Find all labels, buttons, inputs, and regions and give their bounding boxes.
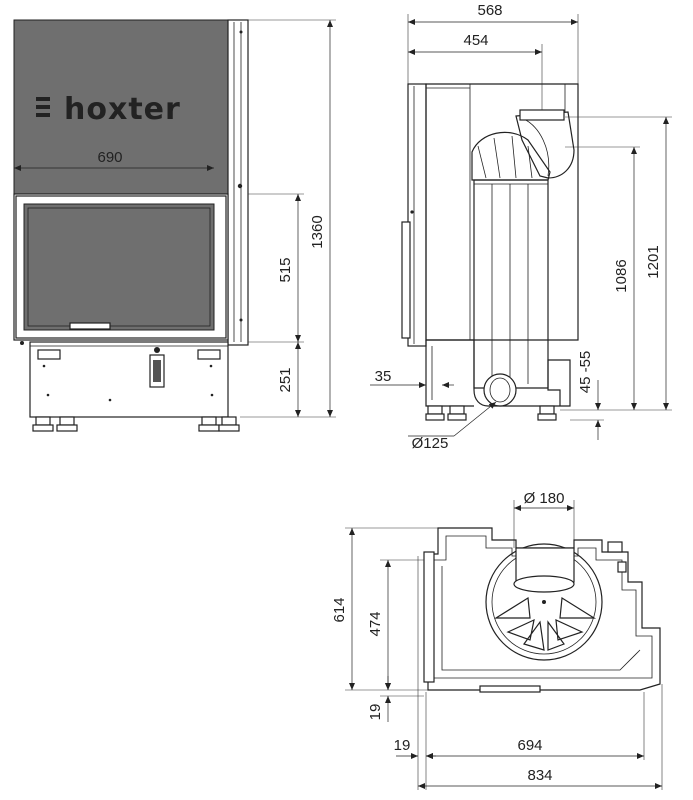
dim-side-depth-inner: 454	[463, 32, 488, 49]
side-front-frame	[407, 83, 427, 347]
front-glass	[23, 203, 215, 331]
dim-base-height: 251	[277, 367, 294, 392]
dim-air-offset: 35	[375, 368, 392, 385]
dim-flue-height-2: 1201	[645, 245, 662, 278]
air-inlet	[483, 373, 517, 407]
dim-glass-height: 515	[277, 257, 294, 282]
dim-flue-diameter: Ø 180	[524, 490, 565, 507]
dim-plan-inner-depth: 474	[367, 611, 384, 636]
brand-logo-text: hoxter	[64, 92, 181, 127]
dim-air-inlet-diameter: Ø125	[412, 435, 449, 452]
dim-plan-offset-vertical: 19	[367, 704, 384, 721]
side-firebox	[473, 179, 549, 389]
dim-plan-depth: 614	[331, 597, 348, 622]
front-feet	[32, 416, 240, 432]
side-view: 568 454	[370, 2, 672, 452]
plan-outline	[427, 527, 661, 691]
dim-flue-height-1: 1086	[613, 259, 630, 292]
plan-view: Ø 180 614 474 19	[331, 490, 663, 790]
dim-plan-inner-width: 694	[517, 737, 542, 754]
dim-front-height: 1360	[309, 215, 326, 248]
front-side-panel	[227, 19, 249, 346]
dim-front-width: 690	[97, 149, 122, 166]
plan-flue	[485, 543, 603, 661]
brand-logo: hoxter	[36, 92, 181, 127]
dim-plan-offset-horizontal: 19	[394, 737, 411, 754]
side-body	[425, 83, 579, 341]
front-base	[29, 341, 229, 418]
door-handle	[69, 322, 111, 330]
dim-plan-total-width: 834	[527, 767, 552, 784]
dim-side-depth-total: 568	[477, 2, 502, 19]
front-view: hoxter	[13, 19, 336, 432]
dim-air-range: 45 -55	[577, 351, 594, 394]
